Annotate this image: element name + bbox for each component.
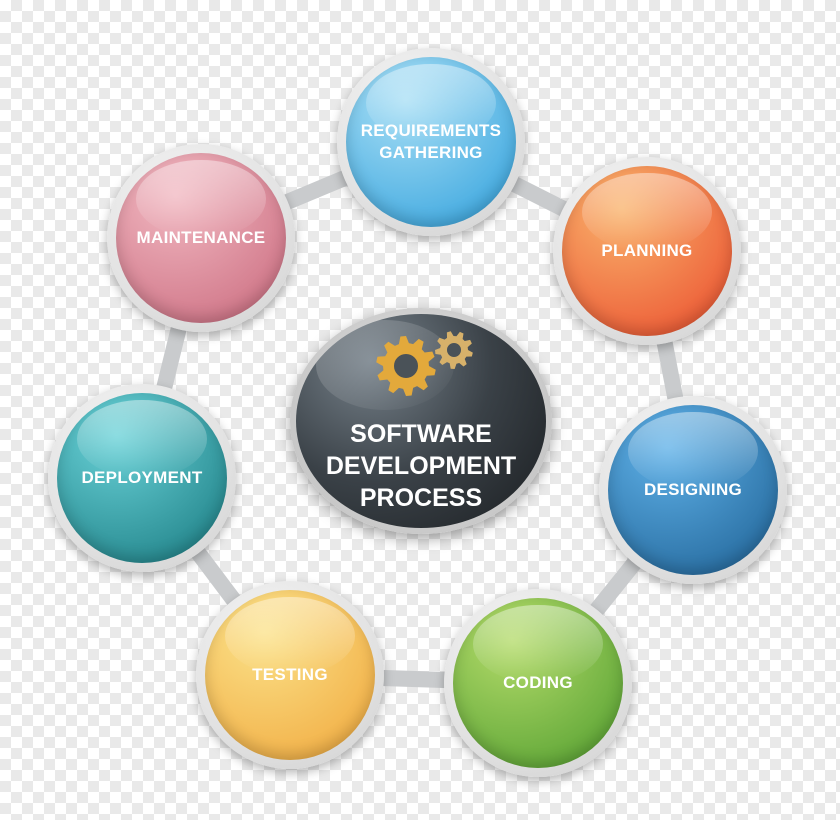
stage-testing-ball: TESTING <box>205 590 375 760</box>
stage-testing: TESTING <box>196 581 384 769</box>
center-hub-core: SOFTWARE DEVELOPMENT PROCESS <box>296 314 546 528</box>
stage-requirements-ball: REQUIREMENTS GATHERING <box>346 57 516 227</box>
gears-icon <box>376 331 473 396</box>
stage-maintenance: MAINTENANCE <box>107 144 295 332</box>
stage-label-line: DESIGNING <box>643 480 743 499</box>
stage-designing-ball: DESIGNING <box>608 405 778 575</box>
stage-label-line: MAINTENANCE <box>136 228 266 247</box>
center-title-line: DEVELOPMENT <box>325 452 517 480</box>
stage-label-line: REQUIREMENTS <box>360 121 502 140</box>
stage-label-line: DEPLOYMENT <box>81 468 203 487</box>
stage-designing: DESIGNING <box>599 396 787 584</box>
center-title-line: PROCESS <box>359 484 483 512</box>
stage-deployment-ball: DEPLOYMENT <box>57 393 227 563</box>
center-title-line: SOFTWARE <box>350 420 492 448</box>
stage-requirements-label: REQUIREMENTS GATHERING <box>361 120 502 164</box>
stage-designing-label: DESIGNING <box>644 479 742 501</box>
stage-label-line: CODING <box>503 673 573 692</box>
stage-requirements: REQUIREMENTS GATHERING <box>337 48 525 236</box>
stage-label-line: GATHERING <box>379 143 483 162</box>
stage-coding: CODING <box>444 589 632 777</box>
stage-deployment: DEPLOYMENT <box>48 384 236 572</box>
center-hub: SOFTWARE DEVELOPMENT PROCESS <box>290 308 552 534</box>
stage-planning-label: PLANNING <box>601 240 692 262</box>
stage-deployment-label: DEPLOYMENT <box>81 467 202 489</box>
stage-maintenance-label: MAINTENANCE <box>137 227 266 249</box>
stage-coding-label: CODING <box>503 672 573 694</box>
stage-planning: PLANNING <box>553 157 741 345</box>
stage-maintenance-ball: MAINTENANCE <box>116 153 286 323</box>
stage-label-line: TESTING <box>252 665 328 684</box>
gear-hole <box>392 352 420 380</box>
center-title: SOFTWARE DEVELOPMENT PROCESS <box>296 418 546 514</box>
gear-hole <box>445 341 463 359</box>
stage-testing-label: TESTING <box>252 664 328 686</box>
stage-coding-ball: CODING <box>453 598 623 768</box>
stage-planning-ball: PLANNING <box>562 166 732 336</box>
stage-label-line: PLANNING <box>601 241 693 260</box>
